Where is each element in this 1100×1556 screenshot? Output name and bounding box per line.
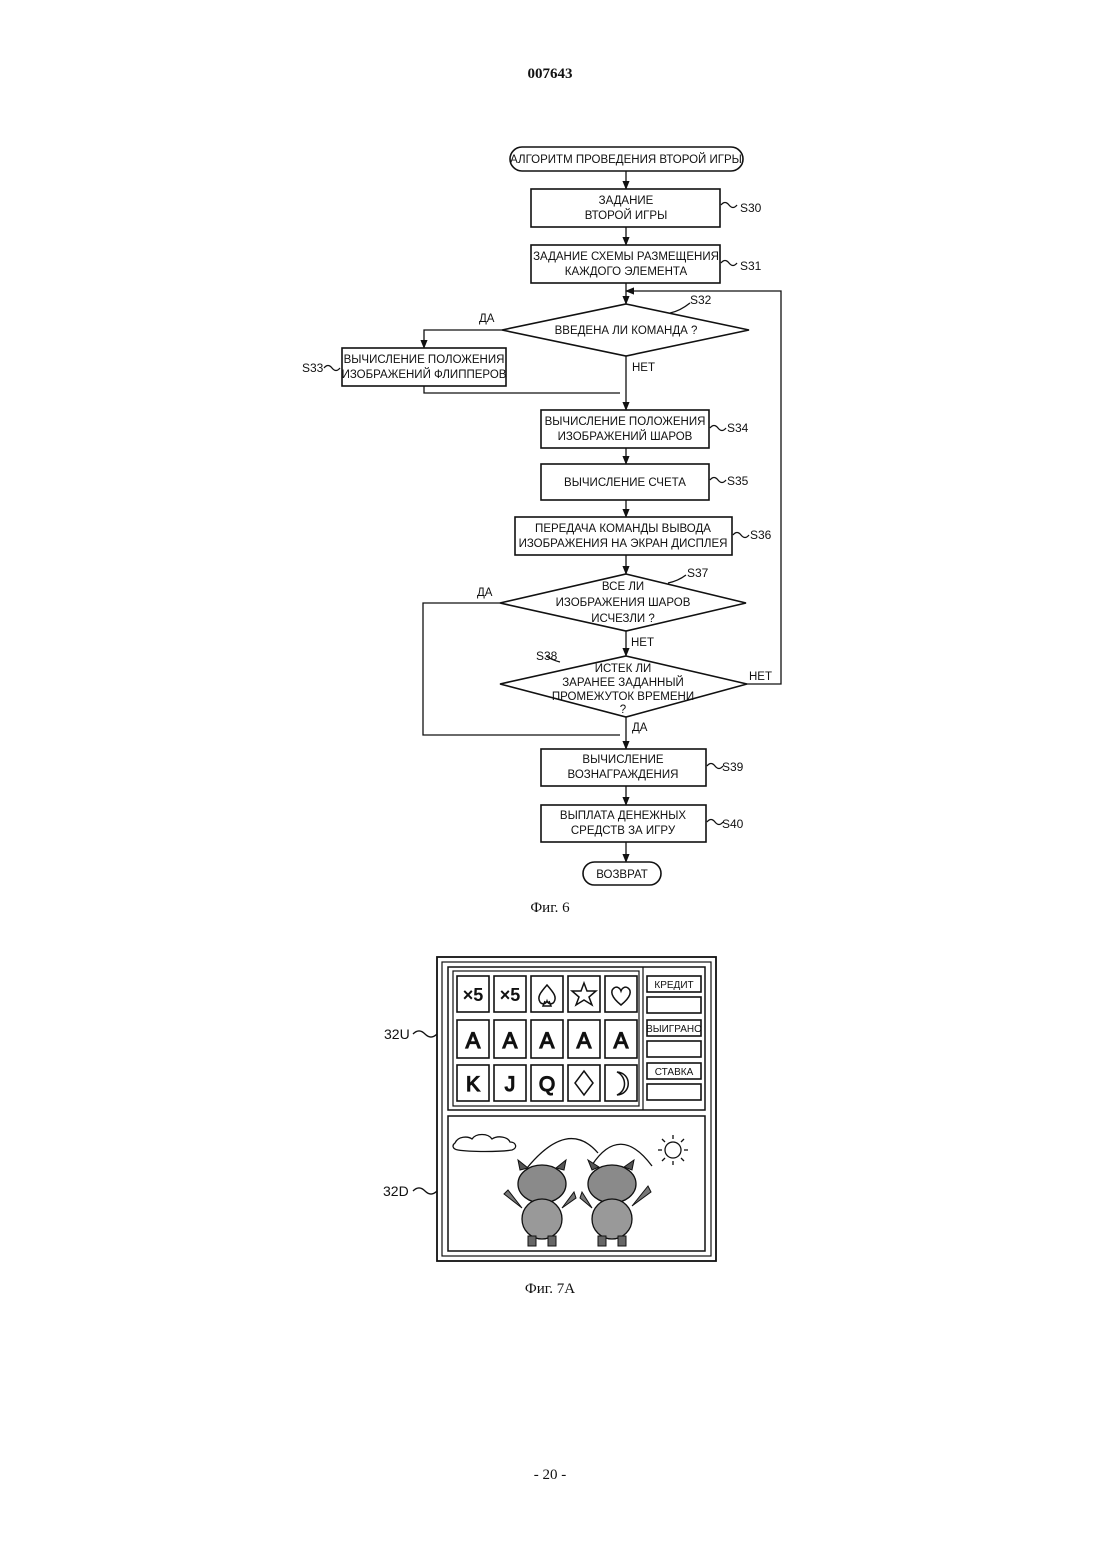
- page-number: - 20 -: [0, 1467, 1100, 1484]
- reel-row-2: A A A A A: [457, 1020, 637, 1058]
- svg-text:Q: Q: [539, 1073, 555, 1096]
- svg-text:ИЗОБРАЖЕНИЙ ФЛИППЕРОВ: ИЗОБРАЖЕНИЙ ФЛИППЕРОВ: [342, 368, 507, 381]
- step-s36: ПЕРЕДАЧА КОМАНДЫ ВЫВОДА ИЗОБРАЖЕНИЯ НА Э…: [515, 517, 772, 555]
- won-value-box: [647, 1041, 701, 1057]
- step-label-s31: S31: [740, 259, 762, 273]
- svg-text:ИЗОБРАЖЕНИЯ ШАРОВ: ИЗОБРАЖЕНИЯ ШАРОВ: [556, 597, 691, 609]
- end-terminator: ВОЗВРАТ: [583, 862, 661, 885]
- step-label-s36: S36: [750, 528, 772, 542]
- credit-value-box: [647, 997, 701, 1013]
- step-s33: ВЫЧИСЛЕНИЕ ПОЛОЖЕНИЯ ИЗОБРАЖЕНИЙ ФЛИППЕР…: [302, 348, 507, 386]
- step-label-s35: S35: [727, 474, 749, 488]
- decision-s32: ВВЕДЕНА ЛИ КОМАНДА ? S32 ДА НЕТ: [479, 293, 749, 374]
- svg-text:ЗАРАНЕЕ ЗАДАННЫЙ: ЗАРАНЕЕ ЗАДАННЫЙ: [562, 676, 684, 689]
- bet-label: СТАВКА: [655, 1067, 694, 1078]
- label-32u: 32U: [384, 1026, 410, 1042]
- step-s40: ВЫПЛАТА ДЕНЕЖНЫХ СРЕДСТВ ЗА ИГРУ S40: [541, 805, 744, 842]
- step-s31: ЗАДАНИЕ СХЕМЫ РАЗМЕЩЕНИЯ КАЖДОГО ЭЛЕМЕНТ…: [531, 245, 762, 283]
- svg-text:ВЫЧИСЛЕНИЕ СЧЕТА: ВЫЧИСЛЕНИЕ СЧЕТА: [564, 477, 686, 489]
- step-s39: ВЫЧИСЛЕНИЕ ВОЗНАГРАЖДЕНИЯ S39: [541, 749, 744, 786]
- decision-no-label: НЕТ: [631, 637, 654, 649]
- figure6-caption: Фиг. 6: [0, 900, 1100, 917]
- step-label-s39: S39: [722, 760, 744, 774]
- reel-row-3: K J Q: [457, 1065, 637, 1101]
- svg-text:ВЫЧИСЛЕНИЕ ПОЛОЖЕНИЯ: ВЫЧИСЛЕНИЕ ПОЛОЖЕНИЯ: [545, 416, 706, 428]
- step-s35: ВЫЧИСЛЕНИЕ СЧЕТА S35: [541, 464, 749, 500]
- decision-s38: ИСТЕК ЛИ ЗАРАНЕЕ ЗАДАННЫЙ ПРОМЕЖУТОК ВРЕ…: [500, 649, 772, 734]
- svg-text:ИЗОБРАЖЕНИЙ ШАРОВ: ИЗОБРАЖЕНИЙ ШАРОВ: [558, 430, 693, 443]
- credit-label: КРЕДИТ: [654, 980, 693, 991]
- svg-text:A: A: [577, 1028, 592, 1053]
- reel-row-1: ×5 ×5: [457, 976, 637, 1012]
- svg-text:ВЫПЛАТА ДЕНЕЖНЫХ: ВЫПЛАТА ДЕНЕЖНЫХ: [560, 810, 686, 822]
- game-screen-illustration: ×5 ×5 A A A A A: [383, 957, 716, 1261]
- svg-text:A: A: [614, 1028, 629, 1053]
- svg-text:×5: ×5: [463, 985, 484, 1005]
- flowchart: АЛГОРИТМ ПРОВЕДЕНИЯ ВТОРОЙ ИГРЫ ЗАДАНИЕ …: [302, 147, 781, 885]
- svg-text:ВСЕ ЛИ: ВСЕ ЛИ: [602, 581, 644, 593]
- svg-text:КАЖДОГО ЭЛЕМЕНТА: КАЖДОГО ЭЛЕМЕНТА: [565, 266, 688, 278]
- svg-text:J: J: [505, 1073, 516, 1096]
- svg-text:ЗАДАНИЕ СХЕМЫ РАЗМЕЩЕНИЯ: ЗАДАНИЕ СХЕМЫ РАЗМЕЩЕНИЯ: [533, 251, 719, 263]
- decision-no-label: НЕТ: [749, 671, 772, 683]
- svg-text:ВЫЧИСЛЕНИЕ ПОЛОЖЕНИЯ: ВЫЧИСЛЕНИЕ ПОЛОЖЕНИЯ: [344, 354, 505, 366]
- step-label-s30: S30: [740, 201, 762, 215]
- label-32d: 32D: [383, 1183, 409, 1199]
- figure7a-caption: Фиг. 7А: [0, 1281, 1100, 1298]
- svg-text:СРЕДСТВ ЗА ИГРУ: СРЕДСТВ ЗА ИГРУ: [571, 825, 676, 837]
- svg-text:ПРОМЕЖУТОК ВРЕМЕНИ: ПРОМЕЖУТОК ВРЕМЕНИ: [552, 691, 694, 703]
- svg-text:?: ?: [620, 704, 626, 716]
- step-label-s38: S38: [536, 649, 558, 663]
- svg-text:ВТОРОЙ ИГРЫ: ВТОРОЙ ИГРЫ: [585, 209, 668, 222]
- svg-text:ИЗОБРАЖЕНИЯ НА ЭКРАН ДИСПЛЕЯ: ИЗОБРАЖЕНИЯ НА ЭКРАН ДИСПЛЕЯ: [519, 538, 728, 550]
- decision-s37: ВСЕ ЛИ ИЗОБРАЖЕНИЯ ШАРОВ ИСЧЕЗЛИ ? S37 Д…: [477, 566, 746, 649]
- bet-value-box: [647, 1084, 701, 1100]
- step-s30: ЗАДАНИЕ ВТОРОЙ ИГРЫ S30: [531, 189, 762, 227]
- won-label: ВЫИГРАНО: [646, 1024, 702, 1035]
- step-label-s34: S34: [727, 421, 749, 435]
- start-terminator: АЛГОРИТМ ПРОВЕДЕНИЯ ВТОРОЙ ИГРЫ: [510, 147, 743, 171]
- svg-text:K: K: [466, 1073, 480, 1096]
- start-label: АЛГОРИТМ ПРОВЕДЕНИЯ ВТОРОЙ ИГРЫ: [510, 153, 742, 166]
- end-label: ВОЗВРАТ: [596, 869, 648, 881]
- step-label-s33: S33: [302, 361, 324, 375]
- decision-yes-label: ДА: [479, 313, 495, 325]
- step-label-s32: S32: [690, 293, 712, 307]
- svg-text:A: A: [466, 1028, 481, 1053]
- svg-text:ИСТЕК ЛИ: ИСТЕК ЛИ: [595, 663, 652, 675]
- step-label-s37: S37: [687, 566, 709, 580]
- decision-no-label: НЕТ: [632, 362, 655, 374]
- svg-text:ВОЗНАГРАЖДЕНИЯ: ВОЗНАГРАЖДЕНИЯ: [568, 769, 679, 781]
- step-s34: ВЫЧИСЛЕНИЕ ПОЛОЖЕНИЯ ИЗОБРАЖЕНИЙ ШАРОВ S…: [541, 410, 749, 448]
- svg-text:A: A: [503, 1028, 518, 1053]
- svg-text:ИСЧЕЗЛИ ?: ИСЧЕЗЛИ ?: [591, 613, 655, 625]
- svg-text:ВВЕДЕНА ЛИ КОМАНДА ?: ВВЕДЕНА ЛИ КОМАНДА ?: [555, 325, 698, 337]
- svg-text:A: A: [540, 1028, 555, 1053]
- svg-text:ВЫЧИСЛЕНИЕ: ВЫЧИСЛЕНИЕ: [582, 754, 663, 766]
- decision-yes-label: ДА: [477, 587, 493, 599]
- svg-text:×5: ×5: [500, 985, 521, 1005]
- decision-yes-label: ДА: [632, 722, 648, 734]
- svg-text:ПЕРЕДАЧА КОМАНДЫ ВЫВОДА: ПЕРЕДАЧА КОМАНДЫ ВЫВОДА: [535, 523, 711, 535]
- step-label-s40: S40: [722, 817, 744, 831]
- svg-text:ЗАДАНИЕ: ЗАДАНИЕ: [599, 195, 654, 207]
